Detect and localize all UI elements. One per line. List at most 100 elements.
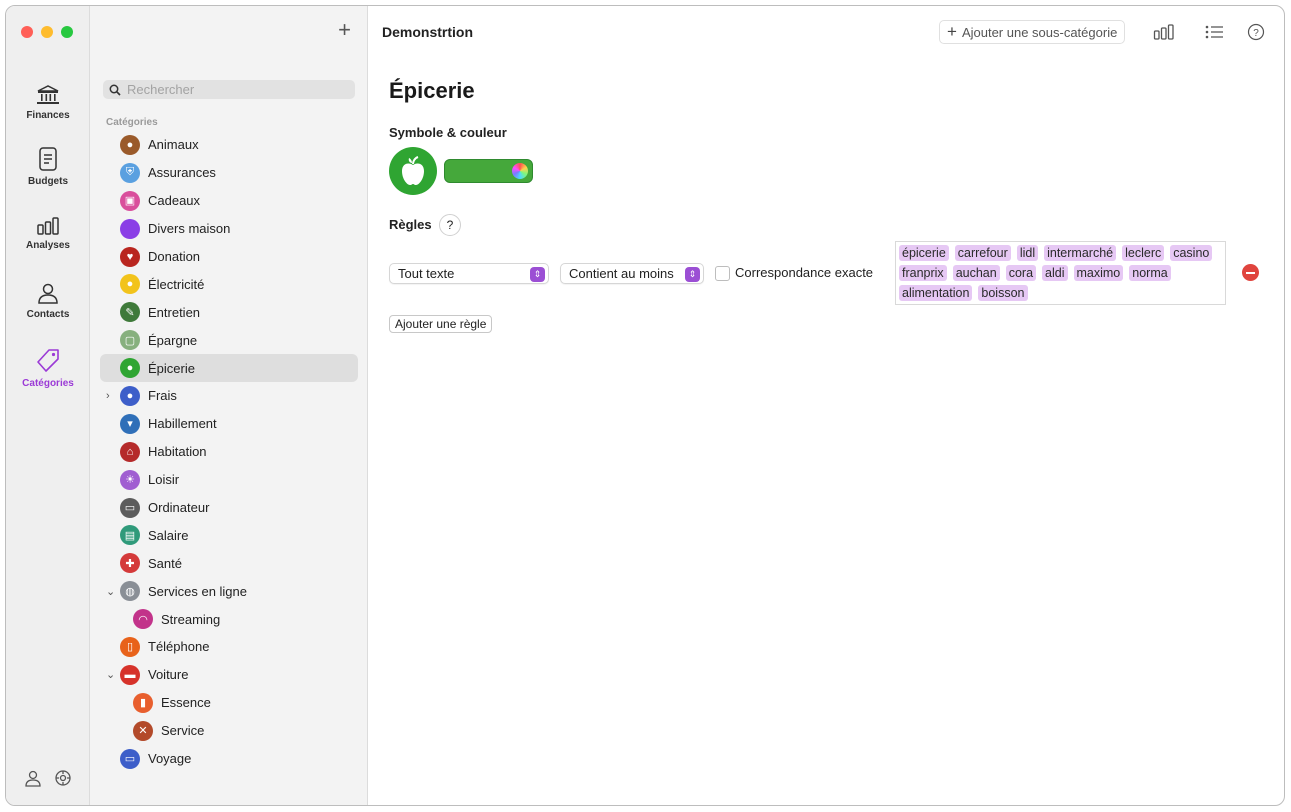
keyword-token[interactable]: leclerc xyxy=(1122,245,1165,261)
keywords-token-field[interactable]: épicerie carrefour lidl intermarché lecl… xyxy=(895,241,1226,305)
rail-item-contacts[interactable]: Contacts xyxy=(6,281,90,320)
desktop-icon: ▭ xyxy=(120,497,140,518)
chevron-right-icon[interactable]: › xyxy=(106,389,110,402)
category-label: Habitation xyxy=(148,444,207,460)
rail-item-finances[interactable]: Finances xyxy=(6,84,90,121)
keyword-token[interactable]: épicerie xyxy=(899,245,949,261)
category-row-services-en-ligne[interactable]: ⌄ ◍ Services en ligne xyxy=(100,577,358,605)
rule-field-select[interactable]: Tout texte ⇕ xyxy=(389,263,549,284)
keyword-token[interactable]: alimentation xyxy=(899,285,973,301)
category-row-telephone[interactable]: ▯ Téléphone xyxy=(100,633,358,661)
category-row-habillement[interactable]: ▾ Habillement xyxy=(100,410,358,438)
category-row-salaire[interactable]: ▤ Salaire xyxy=(100,521,358,549)
rail-label-budgets: Budgets xyxy=(28,176,68,187)
keyword-token[interactable]: lidl xyxy=(1016,245,1039,261)
category-row-cadeaux[interactable]: ▣ Cadeaux xyxy=(100,187,358,215)
rail-item-analyses[interactable]: Analyses xyxy=(6,216,90,251)
category-row-frais[interactable]: › ● Frais xyxy=(100,382,358,410)
category-row-assurances[interactable]: ⛨ Assurances xyxy=(100,159,358,187)
rules-help-button[interactable]: ? xyxy=(439,214,461,236)
document-icon xyxy=(39,147,57,171)
nav-rail: Finances Budgets Analyses xyxy=(6,6,90,805)
chevron-down-icon[interactable]: ⌄ xyxy=(106,585,116,598)
category-row-animaux[interactable]: ● Animaux xyxy=(100,131,358,159)
paw-icon: ● xyxy=(120,134,140,155)
category-row-voiture[interactable]: ⌄ ▬ Voiture xyxy=(100,661,358,689)
category-row-habitation[interactable]: ⌂ Habitation xyxy=(100,438,358,466)
account-icon[interactable] xyxy=(24,769,42,787)
keyword-token[interactable]: cora xyxy=(1005,265,1037,281)
brush-icon: ✎ xyxy=(120,302,140,323)
category-row-epicerie[interactable]: ● Épicerie xyxy=(100,354,358,383)
category-row-voyage[interactable]: ▭ Voyage xyxy=(100,745,358,773)
category-row-loisir[interactable]: ☀ Loisir xyxy=(100,466,358,494)
add-subcategory-button[interactable]: + Ajouter une sous-catégorie xyxy=(939,20,1126,44)
keyword-token[interactable]: maximo xyxy=(1073,265,1124,281)
category-label: Voiture xyxy=(148,667,189,683)
rule-condition-select[interactable]: Contient au moins ⇕ xyxy=(560,263,704,284)
category-row-ordinateur[interactable]: ▭ Ordinateur xyxy=(100,494,358,522)
category-label: Électricité xyxy=(148,276,205,292)
select-arrows-icon: ⇕ xyxy=(530,267,545,282)
island-icon: ☀ xyxy=(120,469,140,490)
keyword-token[interactable]: boisson xyxy=(978,285,1028,301)
category-label: Cadeaux xyxy=(148,193,201,209)
wrench-icon: ✕ xyxy=(133,720,153,741)
select-arrows-icon: ⇕ xyxy=(685,267,700,282)
add-category-button[interactable]: + xyxy=(338,17,351,42)
circle-icon xyxy=(120,218,140,239)
rail-label-contacts: Contacts xyxy=(26,309,70,320)
category-row-essence[interactable]: ▮ Essence xyxy=(100,689,358,717)
categories-section-label: Catégories xyxy=(106,117,158,128)
zoom-window-button[interactable] xyxy=(61,26,73,38)
bulb-icon: ● xyxy=(120,274,140,295)
add-rule-button[interactable]: Ajouter une règle xyxy=(389,315,493,333)
category-row-streaming[interactable]: ◠ Streaming xyxy=(100,605,358,633)
settings-icon[interactable] xyxy=(54,769,72,787)
category-row-electricite[interactable]: ● Électricité xyxy=(100,270,358,298)
category-label: Salaire xyxy=(148,527,189,543)
search-field[interactable]: Rechercher xyxy=(103,80,355,99)
gift-icon: ▣ xyxy=(120,190,140,211)
category-symbol-button[interactable] xyxy=(389,147,437,195)
keyword-token[interactable]: franprix xyxy=(899,265,947,281)
chevron-down-icon[interactable]: ⌄ xyxy=(106,669,116,682)
category-row-service[interactable]: ✕ Service xyxy=(100,717,358,745)
category-label: Divers maison xyxy=(148,221,231,237)
apple-icon xyxy=(402,156,424,185)
remove-rule-button[interactable] xyxy=(1242,264,1259,281)
medkit-icon: ✚ xyxy=(120,553,140,574)
category-sidebar: + Rechercher Catégories ● Animaux ⛨ Assu… xyxy=(90,6,368,805)
category-row-entretien[interactable]: ✎ Entretien xyxy=(100,298,358,326)
heart-hand-icon: ♥ xyxy=(120,246,140,267)
category-label: Animaux xyxy=(148,137,199,153)
color-wheel-icon xyxy=(512,163,528,179)
window-controls xyxy=(21,26,73,38)
keyword-token[interactable]: intermarché xyxy=(1044,245,1117,261)
keyword-token[interactable]: norma xyxy=(1129,265,1171,281)
keyword-token[interactable]: auchan xyxy=(952,265,1000,281)
exact-match-checkbox[interactable] xyxy=(715,266,730,281)
help-icon[interactable]: ? xyxy=(1247,23,1265,41)
category-row-donation[interactable]: ♥ Donation xyxy=(100,243,358,271)
category-label: Voyage xyxy=(148,751,192,767)
rail-item-categories[interactable]: Catégories xyxy=(6,346,90,389)
category-row-divers-maison[interactable]: Divers maison xyxy=(100,215,358,243)
keyword-token[interactable]: casino xyxy=(1170,245,1213,261)
close-window-button[interactable] xyxy=(21,26,33,38)
minimize-window-button[interactable] xyxy=(41,26,53,38)
category-row-sante[interactable]: ✚ Santé xyxy=(100,549,358,577)
list-icon[interactable] xyxy=(1204,23,1224,41)
keyword-token[interactable]: aldi xyxy=(1042,265,1068,281)
category-row-epargne[interactable]: ▢ Épargne xyxy=(100,326,358,354)
keyword-token[interactable]: carrefour xyxy=(954,245,1011,261)
bar-chart-icon[interactable] xyxy=(1153,23,1175,41)
rule-condition-value: Contient au moins xyxy=(569,266,674,281)
category-label: Assurances xyxy=(148,165,216,181)
color-picker[interactable] xyxy=(444,159,533,183)
category-label: Donation xyxy=(148,249,201,264)
rail-item-budgets[interactable]: Budgets xyxy=(6,146,90,187)
phone-icon: ▯ xyxy=(120,636,140,657)
category-title: Épicerie xyxy=(389,78,475,103)
house-icon: ⌂ xyxy=(120,441,140,462)
